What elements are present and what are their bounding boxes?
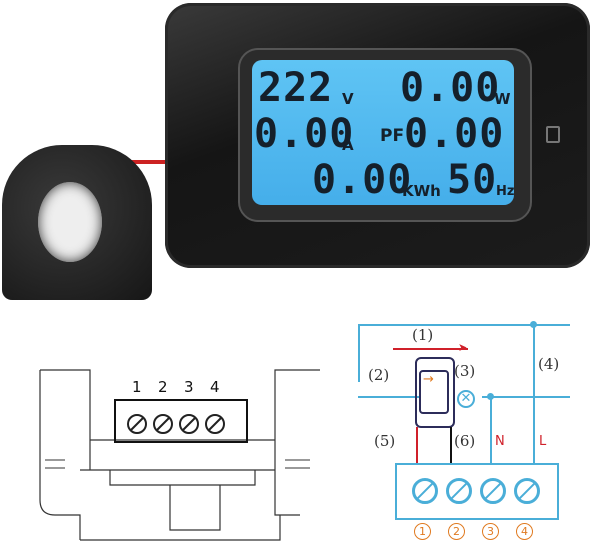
part-label-5: (5) — [374, 432, 396, 450]
terminal-screw-1 — [127, 414, 147, 434]
terminal-label-4: 4 — [210, 378, 220, 396]
terminal-label-3: 3 — [184, 378, 194, 396]
terminal-label-1: 1 — [132, 378, 142, 396]
frequency-value: 50 — [447, 157, 498, 203]
terminal-screw-2 — [446, 478, 472, 504]
terminal-number-4: 4 — [516, 523, 533, 540]
current-unit: A — [342, 136, 354, 154]
loop-line — [358, 324, 360, 382]
part-label-2: (2) — [368, 366, 390, 384]
terminal-screw-4 — [514, 478, 540, 504]
junction-dot — [487, 393, 494, 400]
arrow-head-icon: ➤ — [458, 341, 468, 354]
lamp-icon: ✕ — [457, 390, 475, 408]
terminal-screw-3 — [480, 478, 506, 504]
junction-dot — [530, 321, 537, 328]
voltage-value: 222 — [258, 65, 334, 111]
pf-value: 0.00 — [404, 111, 505, 157]
energy-unit: KWh — [402, 182, 441, 200]
part-label-6: (6) — [454, 432, 476, 450]
voltage-unit: V — [342, 90, 354, 108]
power-unit: W — [494, 90, 511, 108]
frequency-unit: Hz — [496, 184, 515, 199]
live-drop — [533, 324, 535, 464]
energy-value: 0.00 — [312, 157, 413, 203]
ct-symbol — [415, 357, 455, 428]
terminal-screw-4 — [205, 414, 225, 434]
terminal-screw-2 — [153, 414, 173, 434]
terminal-screw-1 — [412, 478, 438, 504]
ct-arrow-icon: → — [423, 372, 434, 387]
ct-inner — [419, 370, 449, 414]
live-label: L — [539, 434, 547, 449]
part-label-4: (4) — [538, 355, 560, 373]
live-line — [358, 324, 570, 326]
part-label-1: (1) — [412, 326, 434, 344]
terminal-number-3: 3 — [482, 523, 499, 540]
wire-black — [450, 427, 452, 464]
backlight-button[interactable] — [546, 126, 560, 143]
direction-arrow — [393, 348, 468, 350]
wire-red — [416, 427, 418, 464]
pf-label: PF — [380, 126, 405, 146]
terminal-block — [395, 463, 559, 520]
neutral-label: N — [495, 434, 505, 449]
loop-line — [358, 396, 420, 398]
lcd-display: 222 V 0.00 W 0.00 A PF 0.00 0.00 KWh 50 … — [252, 60, 514, 205]
terminal-outline-drawing — [39, 369, 320, 541]
terminal-number-2: 2 — [448, 523, 465, 540]
part-label-3: (3) — [454, 362, 476, 380]
terminal-screw-3 — [179, 414, 199, 434]
terminal-number-1: 1 — [414, 523, 431, 540]
neutral-line — [482, 396, 570, 398]
current-value: 0.00 — [254, 111, 355, 157]
neutral-drop — [490, 396, 492, 464]
power-value: 0.00 — [400, 65, 501, 111]
terminal-label-2: 2 — [158, 378, 168, 396]
current-transformer-hole — [38, 182, 102, 262]
